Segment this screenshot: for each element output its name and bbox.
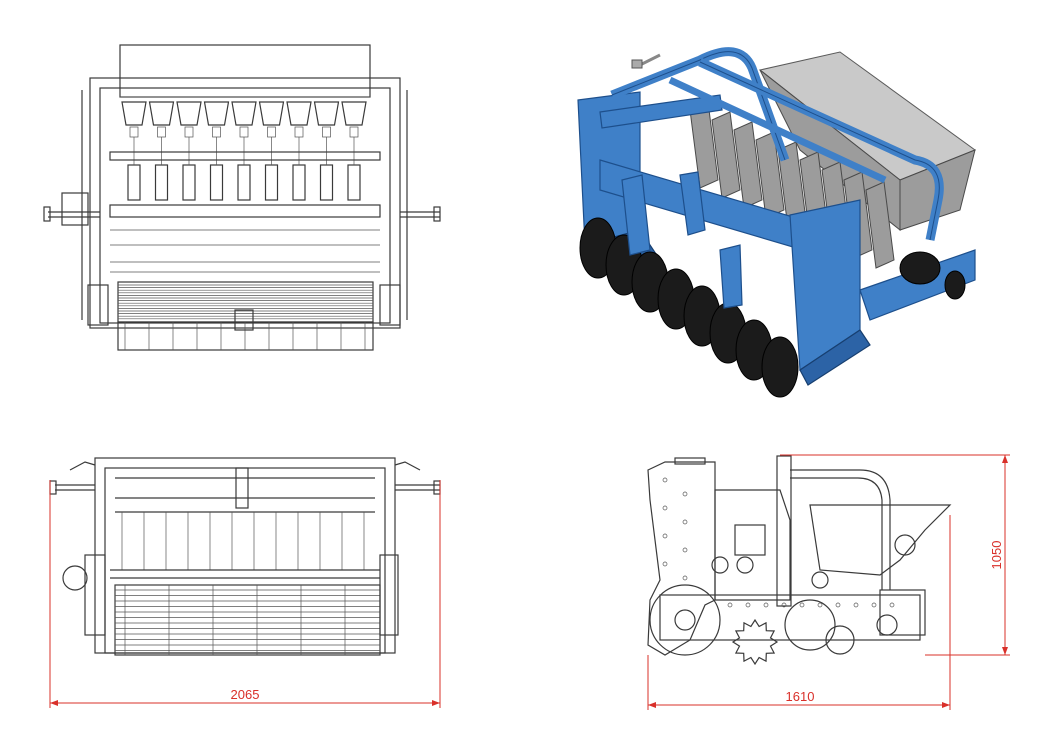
side-view — [647, 455, 952, 666]
height-dimension-label: 1050 — [989, 541, 1004, 570]
dimension-height: 1050 — [780, 454, 1010, 656]
width-dimension-label: 2065 — [231, 687, 260, 702]
length-dimension-label: 1610 — [786, 689, 815, 704]
dimension-length: 1610 — [647, 515, 951, 710]
top-view — [43, 44, 441, 351]
dimension-width: 2065 — [49, 480, 441, 708]
isometric-view — [577, 47, 977, 398]
front-view — [49, 457, 441, 656]
